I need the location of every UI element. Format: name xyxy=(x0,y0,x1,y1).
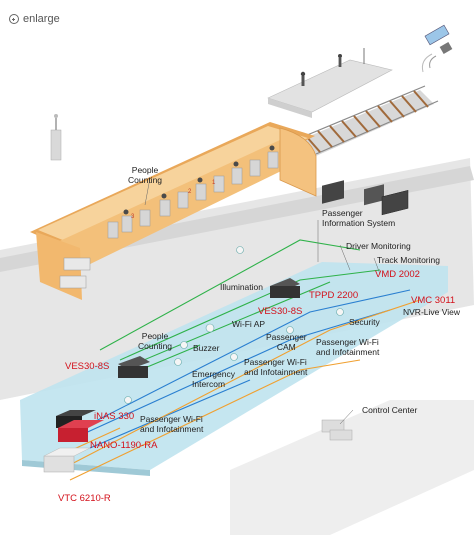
label-tppd-2200: TPPD 2200 xyxy=(309,290,359,301)
label-ves30-8s-left: VES30-8S xyxy=(65,361,110,372)
label-ves30-8s-top: VES30-8S xyxy=(258,306,303,317)
label-vtc-6210-r: VTC 6210-R xyxy=(58,493,111,504)
label-passenger-wifi-center: Passenger Wi-Fi and Infotainment xyxy=(244,357,308,377)
station-platform xyxy=(267,48,393,118)
label-control-center: Control Center xyxy=(362,405,418,415)
buzzer-icon xyxy=(180,341,188,349)
svg-text:2: 2 xyxy=(188,189,192,195)
railway-track xyxy=(299,85,439,156)
enlarge-button[interactable]: enlarge xyxy=(9,13,60,25)
label-vmd-2002: VMD 2002 xyxy=(375,269,420,280)
label-people-counting-bottom: People Counting xyxy=(138,331,173,351)
device-vtc-6210-r xyxy=(43,447,91,473)
label-wifi-ap: Wi-Fi AP xyxy=(232,319,266,329)
infotainment-icon xyxy=(124,396,132,404)
svg-text:3: 3 xyxy=(131,214,135,220)
label-nvr-live-view: NVR-Live View xyxy=(403,307,461,317)
label-driver-monitoring: Driver Monitoring xyxy=(346,241,411,251)
label-passenger-wifi-left: Passenger Wi-Fi and Infotainment xyxy=(140,414,204,434)
label-people-counting-top: People Counting xyxy=(128,165,163,185)
radio-tower-icon xyxy=(50,114,62,161)
camera-icon xyxy=(230,353,238,361)
label-passenger-cam: Passenger CAM xyxy=(266,332,307,352)
label-nano-1190-ra: NANO-1190-RA xyxy=(90,440,158,451)
infotainment-icon xyxy=(286,326,294,334)
label-inas-330: iNAS 330 xyxy=(94,411,135,422)
train-car-upper: 3 2 1 xyxy=(30,122,317,300)
wifi-ap-icon xyxy=(205,323,215,333)
illumination-icon xyxy=(236,246,244,254)
device-ves30-8s-left xyxy=(118,356,150,378)
label-track-monitoring: Track Monitoring xyxy=(377,255,440,265)
zoom-in-icon xyxy=(9,14,19,24)
device-tppd-2200 xyxy=(322,180,344,204)
device-ves30-8s-top xyxy=(270,278,300,298)
label-vmc-3011: VMC 3011 xyxy=(411,295,456,306)
label-security: Security xyxy=(349,317,380,327)
security-icon xyxy=(336,308,344,316)
device-nano-1190-ra xyxy=(58,420,104,442)
device-vmc-3011 xyxy=(381,189,409,216)
label-passenger-wifi-right: Passenger Wi-Fi and Infotainment xyxy=(316,337,380,357)
enlarge-label: enlarge xyxy=(23,13,60,25)
label-buzzer: Buzzer xyxy=(193,343,220,353)
label-passenger-information-system: Passenger Information System xyxy=(322,208,396,228)
label-emergency-intercom: Emergency Intercom xyxy=(192,369,235,389)
satellite-icon xyxy=(421,24,453,73)
intercom-icon xyxy=(174,358,182,366)
device-vmd-2002 xyxy=(364,184,384,206)
svg-text:1: 1 xyxy=(212,180,216,186)
label-illumination: Illumination xyxy=(220,282,263,292)
